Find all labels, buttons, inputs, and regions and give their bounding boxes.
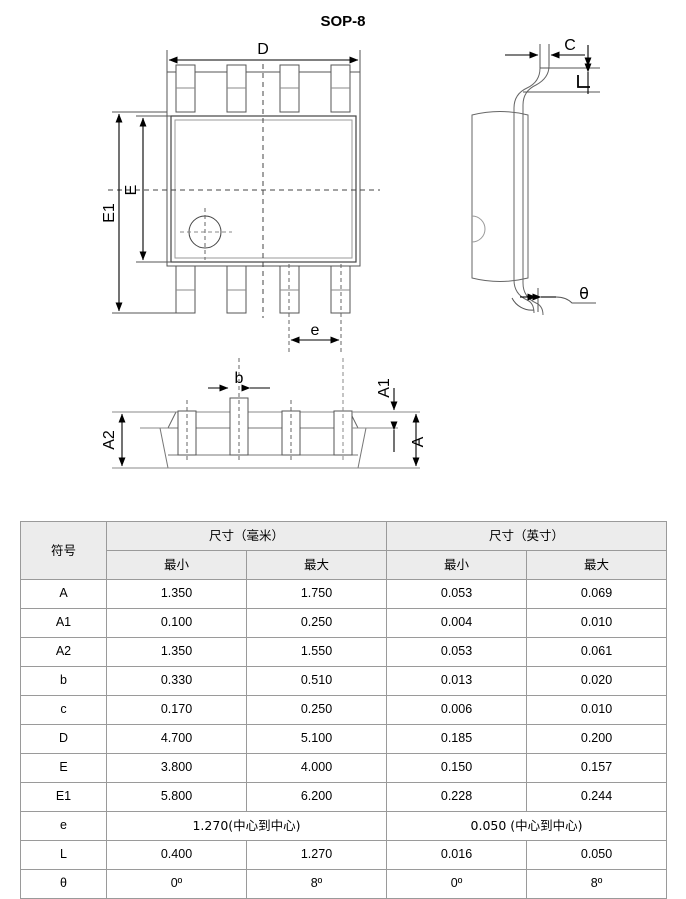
cell-symbol: A <box>20 579 107 609</box>
header-inch-max: 最大 <box>526 550 668 580</box>
header-mm-min: 最小 <box>106 550 247 580</box>
header-mm-group: 尺寸（毫米） <box>105 521 388 551</box>
cell-symbol: E1 <box>20 782 107 812</box>
cell-mm-min: 0.100 <box>106 608 247 638</box>
drawing-svg: SOP-8 D <box>101 13 600 469</box>
cell-mm-min: 0.330 <box>106 666 247 696</box>
cell-mm-max: 5.100 <box>245 724 388 754</box>
cell-symbol: E <box>20 753 107 783</box>
header-inch-group: 尺寸（英寸） <box>386 521 668 551</box>
cell-mm-max: 1.750 <box>245 579 388 609</box>
dim-label-b: b <box>235 370 244 387</box>
cell-inch-max: 8º <box>526 869 668 899</box>
cell-mm-max: 8º <box>245 869 388 899</box>
cell-mm-min: 4.700 <box>106 724 247 754</box>
cell-mm-max: 0.250 <box>245 608 388 638</box>
cell-inch-min: 0.053 <box>386 637 528 667</box>
dim-label-theta: θ <box>579 284 589 303</box>
front-leads <box>177 358 353 462</box>
header-symbol: 符号 <box>20 521 107 580</box>
dim-label-C: C <box>564 37 576 54</box>
cell-mm-min: 1.350 <box>106 579 247 609</box>
cell-mm-max: 1.550 <box>245 637 388 667</box>
cell-mm-max: 0.510 <box>245 666 388 696</box>
cell-inch-max: 0.050 <box>526 840 668 870</box>
cell-symbol: L <box>20 840 107 870</box>
cell-inch-max: 0.069 <box>526 579 668 609</box>
cell-inch-min: 0.150 <box>386 753 528 783</box>
cell-mm-min: 0º <box>106 869 247 899</box>
cell-inch-max: 0.010 <box>526 695 668 725</box>
cell-inch-min: 0º <box>386 869 528 899</box>
cell-symbol: θ <box>20 869 107 899</box>
cell-inch-min: 0.053 <box>386 579 528 609</box>
cell-mm-min: 3.800 <box>106 753 247 783</box>
package-drawing: SOP-8 D <box>101 13 600 469</box>
cell-symbol: b <box>20 666 107 696</box>
cell-inch-max: 0.244 <box>526 782 668 812</box>
dim-label-A: A <box>410 436 427 447</box>
cell-inch-min: 0.006 <box>386 695 528 725</box>
dim-label-A2: A2 <box>101 430 118 450</box>
cell-mm-max: 6.200 <box>245 782 388 812</box>
cell-symbol: c <box>20 695 107 725</box>
bottom-pins <box>175 265 351 314</box>
dim-label-e: e <box>311 322 320 339</box>
cell-mm-max: 0.250 <box>245 695 388 725</box>
cell-inch-min: 0.004 <box>386 608 528 638</box>
cell-inch-max: 0.061 <box>526 637 668 667</box>
header-inch-min: 最小 <box>386 550 528 580</box>
dim-label-E1: E1 <box>101 203 118 223</box>
cell-inch-span: 0.050 (中心到中心) <box>386 811 668 841</box>
cell-mm-span: 1.270(中心到中心) <box>105 811 388 841</box>
cell-inch-max: 0.200 <box>526 724 668 754</box>
dim-label-E: E <box>123 185 140 196</box>
dim-label-L <box>577 75 590 88</box>
cell-mm-max: 1.270 <box>245 840 388 870</box>
cell-inch-max: 0.010 <box>526 608 668 638</box>
top-view: D <box>101 41 380 352</box>
header-mm-max: 最大 <box>245 550 388 580</box>
dim-label-A1: A1 <box>376 378 393 398</box>
table-header: 符号 尺寸（毫米） 尺寸（英寸） 最小 最大 最小 最大 <box>20 521 668 580</box>
cell-mm-min: 1.350 <box>106 637 247 667</box>
cell-mm-min: 5.800 <box>106 782 247 812</box>
cell-inch-max: 0.157 <box>526 753 668 783</box>
cell-inch-min: 0.185 <box>386 724 528 754</box>
cell-mm-min: 0.400 <box>106 840 247 870</box>
package-title: SOP-8 <box>320 13 365 30</box>
dim-label-D: D <box>257 41 269 58</box>
cell-symbol: D <box>20 724 107 754</box>
top-pins <box>175 64 351 113</box>
cell-mm-max: 4.000 <box>245 753 388 783</box>
cell-mm-min: 0.170 <box>106 695 247 725</box>
cell-inch-min: 0.016 <box>386 840 528 870</box>
cell-inch-min: 0.228 <box>386 782 528 812</box>
cell-symbol: e <box>20 811 107 841</box>
cell-symbol: A1 <box>20 608 107 638</box>
side-view: C θ <box>471 37 600 316</box>
cell-inch-max: 0.020 <box>526 666 668 696</box>
front-view: b A2 A1 A <box>101 358 427 469</box>
cell-symbol: A2 <box>20 637 107 667</box>
cell-inch-min: 0.013 <box>386 666 528 696</box>
